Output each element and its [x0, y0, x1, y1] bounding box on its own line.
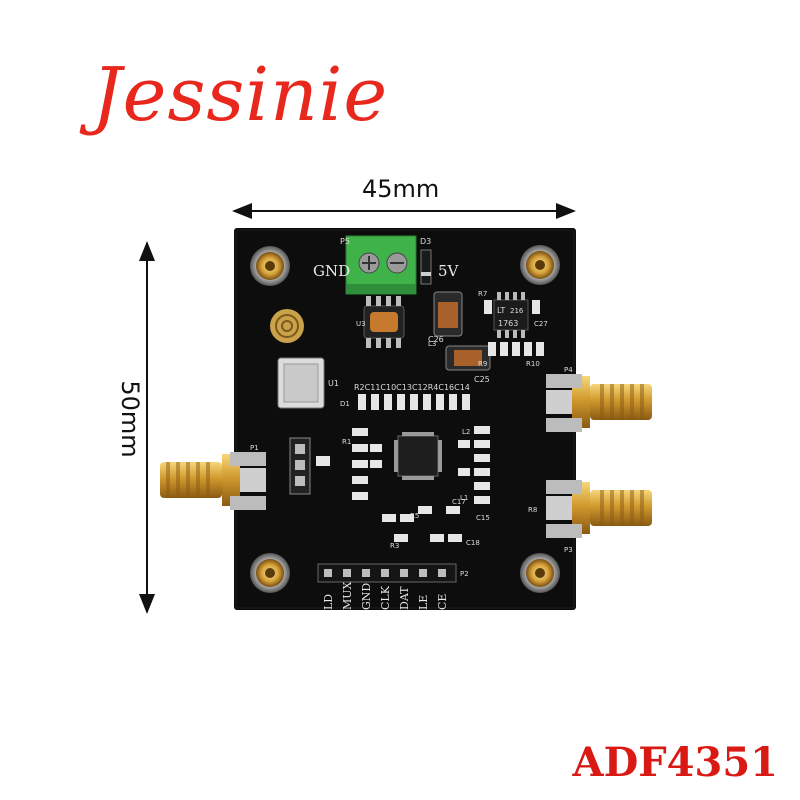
- width-dimension-label: 45mm: [362, 175, 440, 203]
- c17-label: C17: [452, 498, 466, 506]
- model-label: ADF4351: [572, 739, 778, 786]
- c27-label: C27: [534, 320, 548, 328]
- r9-label: R9: [478, 360, 487, 368]
- r7-label: R7: [478, 290, 487, 298]
- r1-label: R1: [342, 438, 351, 446]
- p3-label: P3: [564, 546, 573, 554]
- chip-logo: LT: [497, 306, 505, 315]
- pin-label-clk: CLK: [379, 585, 392, 610]
- l2-label: L2: [462, 428, 470, 436]
- header-pin-labels: LD MUX GND CLK DAT LE CE: [322, 581, 449, 610]
- p2-label: P2: [460, 570, 469, 578]
- pin-label-le: LE: [417, 595, 430, 610]
- c15-label: C15: [476, 514, 490, 522]
- capacitor-c3: [316, 456, 330, 466]
- c26-label: C26: [428, 335, 444, 344]
- mounting-hole-top-right: [520, 245, 560, 285]
- passives-regulator: [484, 300, 544, 356]
- mounting-hole-bottom-right: [520, 553, 560, 593]
- passives-right-column: [458, 426, 490, 504]
- pcb-logo-pad: [270, 309, 304, 343]
- capacitor-c26: [433, 291, 463, 337]
- r3-label: R3: [390, 542, 399, 550]
- sma-connector-right-bottom: [546, 480, 652, 538]
- p1-label: P1: [250, 444, 259, 452]
- mounting-hole-top-left: [250, 246, 290, 286]
- main-ic: [394, 432, 442, 480]
- pin-label-gnd: GND: [360, 583, 373, 610]
- sma-connector-right-top: [546, 374, 652, 432]
- brand-logo: Jessinie: [92, 52, 389, 138]
- r8-label: R8: [528, 506, 537, 514]
- passives-bottom: [382, 506, 462, 542]
- pin-label-dat: DAT: [398, 586, 411, 610]
- vcc-label: 5V: [438, 262, 460, 280]
- p4-label: P4: [564, 366, 573, 374]
- u4-label: U3: [356, 320, 366, 328]
- c25-label: C25: [474, 375, 490, 384]
- c18-label: C18: [466, 539, 480, 547]
- pin-label-ld: LD: [322, 594, 335, 610]
- p5-label: P5: [340, 237, 350, 246]
- r5-label: R5: [410, 512, 419, 520]
- crystal-oscillator: [277, 357, 325, 409]
- regulator-ic: [493, 292, 529, 338]
- gnd-label: GND: [313, 262, 350, 280]
- pcb-board: [234, 228, 576, 610]
- l3-label: L3: [428, 340, 436, 348]
- passives-left-column: [352, 428, 382, 500]
- d1-label: D1: [340, 400, 350, 408]
- passive-row-label: R2C11C10C13C12R4C16C14: [354, 383, 470, 392]
- power-terminal-block: [345, 235, 417, 295]
- pin-label-ce: CE: [436, 594, 449, 610]
- chip-marking-2: 1763: [498, 319, 518, 328]
- diode-d3: [420, 249, 432, 285]
- inductor-u4: [363, 296, 405, 348]
- r10-label: R10: [526, 360, 540, 368]
- chip-marking-1: 216: [510, 307, 524, 315]
- d3-label: D3: [420, 237, 431, 246]
- capacitor-c25: [445, 345, 491, 371]
- sma-connector-left: [160, 452, 266, 510]
- u1-label: U1: [328, 379, 339, 388]
- mounting-hole-bottom-left: [250, 553, 290, 593]
- l1-label: L1: [460, 494, 468, 502]
- pin-header: [317, 563, 457, 583]
- passive-row: [358, 394, 470, 410]
- pin-label-mux: MUX: [341, 581, 354, 610]
- jumper: [289, 437, 311, 495]
